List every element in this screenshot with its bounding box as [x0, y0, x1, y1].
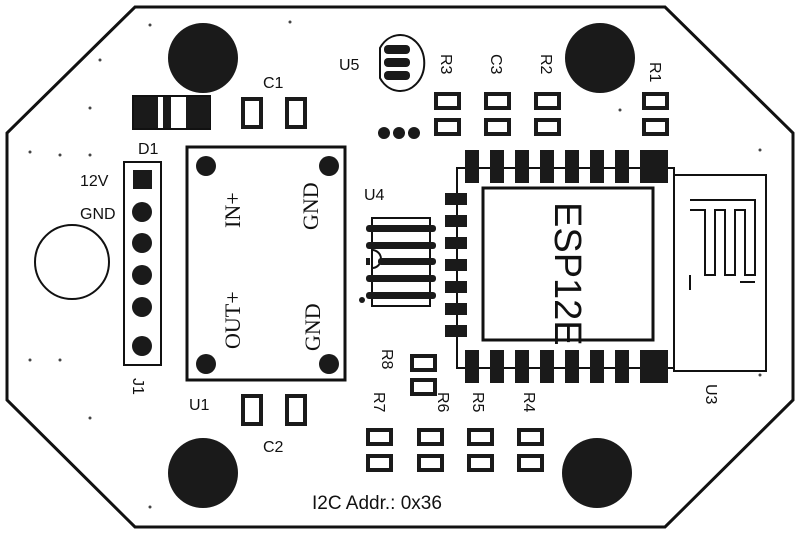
- u1-label: U1: [189, 397, 210, 414]
- r8-footprint: [410, 354, 437, 396]
- r3-label: R3: [437, 54, 454, 75]
- r6-label: R6: [434, 392, 451, 413]
- r5-label: R5: [469, 392, 486, 413]
- c2-label: C2: [263, 439, 284, 456]
- c3-label: C3: [487, 54, 504, 75]
- r8-label: R8: [378, 349, 395, 370]
- esp12e-left-pads: [445, 193, 467, 337]
- via-dots: [28, 20, 762, 509]
- r1-label: R1: [646, 62, 663, 83]
- c2-footprint: [241, 394, 307, 426]
- mounting-hole-top-right: [565, 23, 635, 93]
- u5-component: [379, 34, 426, 92]
- mounting-hole-top-left: [168, 23, 238, 93]
- u5-label: U5: [339, 57, 360, 74]
- c1-footprint: [241, 97, 307, 129]
- u1-in-plus-label: IN+: [220, 192, 245, 228]
- pin-12v-label: 12V: [80, 173, 109, 190]
- u1-out-plus-label: OUT+: [220, 291, 245, 349]
- u3-label: U3: [702, 384, 719, 405]
- c3-footprint: [484, 92, 511, 136]
- esp12e-label: ESP12E: [546, 202, 588, 346]
- j1-header: [123, 161, 162, 366]
- i2c-address-label: I2C Addr.: 0x36: [312, 493, 442, 514]
- mounting-hole-bottom-right: [562, 438, 632, 508]
- u1-gnd-bottom-label: GND: [300, 303, 325, 351]
- r2-footprint: [534, 92, 561, 136]
- r2-label: R2: [537, 54, 554, 75]
- esp12e-top-pads: [465, 150, 668, 183]
- esp12e-bottom-pads: [465, 350, 668, 383]
- u4-label: U4: [364, 187, 385, 204]
- r6-footprint: [417, 428, 444, 472]
- c1-label: C1: [263, 75, 284, 92]
- pin-gnd-label: GND: [80, 206, 116, 223]
- u1-gnd-top-label: GND: [298, 182, 323, 230]
- r4-footprint: [517, 428, 544, 472]
- mounting-hole-bottom-left: [168, 438, 238, 508]
- d1-footprint: [132, 95, 211, 130]
- u4-ic: [359, 217, 436, 307]
- d1-label: D1: [138, 141, 159, 158]
- r5-footprint: [467, 428, 494, 472]
- j1-label: J1: [129, 378, 146, 395]
- r7-label: R7: [370, 392, 387, 413]
- board-outline: [5, 5, 795, 529]
- u1-module: [185, 145, 347, 382]
- r3-footprint: [434, 92, 461, 136]
- r7-footprint: [366, 428, 393, 472]
- r1-footprint: [642, 92, 669, 136]
- r4-label: R4: [520, 392, 537, 413]
- outline-circle-left: [34, 224, 110, 300]
- u5-dots: [378, 127, 420, 139]
